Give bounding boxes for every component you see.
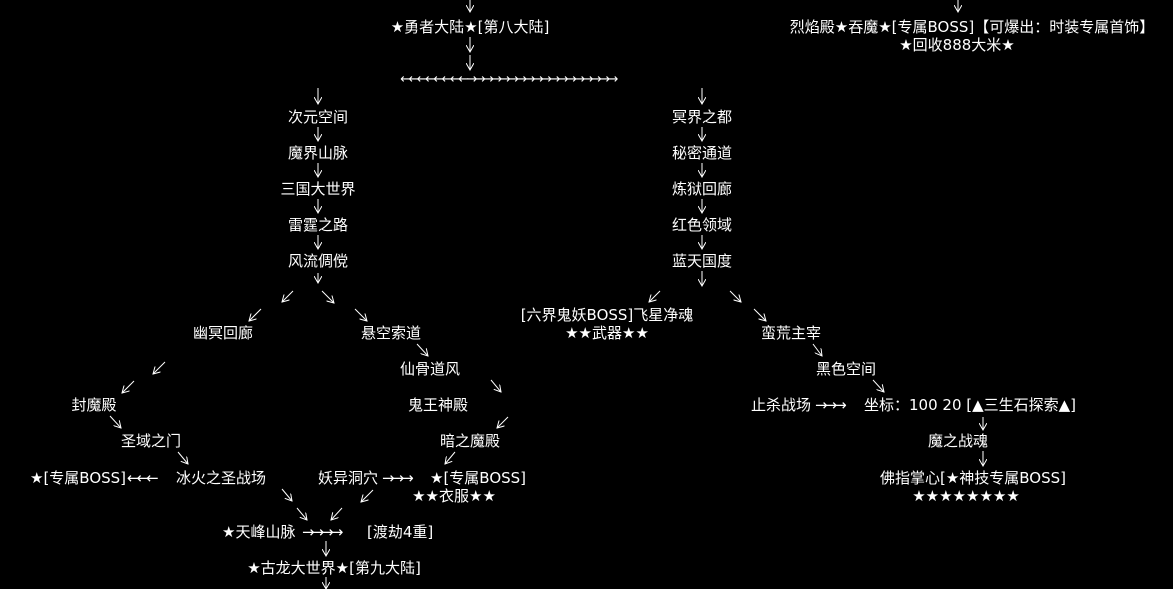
node-boss-top: 烈焰殿★吞魔★[专属BOSS]【可爆出：时装专属首饰】: [789, 18, 1155, 36]
arrow-diag-icon: [361, 489, 374, 502]
node-anzhi: 暗之魔殿: [439, 432, 501, 450]
arrow-diag-icon: [729, 290, 741, 302]
arrow-diag-icon: [812, 343, 822, 356]
yaoyi-arrows: →→→: [382, 469, 414, 487]
arrow-diag-icon: [649, 290, 661, 302]
arrow-diag-icon: [872, 379, 884, 392]
node-sanguo: 三国大世界: [280, 180, 356, 198]
zhisha-arrows: →→→: [815, 396, 847, 414]
node-fengliu: 风流倜傥: [287, 252, 349, 270]
node-boss-mid-reward: ★★衣服★★: [412, 487, 496, 505]
arrow-diag-icon: [177, 451, 188, 464]
node-zhisha: 止杀战场: [751, 396, 812, 414]
arrow-diag-icon: [354, 308, 367, 321]
node-binghuo: 冰火之圣战场: [176, 469, 267, 487]
node-hongse: 红色领域: [671, 216, 733, 234]
node-recycle: ★回收888大米★: [899, 36, 1015, 54]
node-fozhi-reward: ★★★★★★★★: [912, 487, 1020, 505]
node-manhuang: 蛮荒主宰: [760, 324, 822, 342]
node-gulong: ★古龙大世界★[第九大陆]: [247, 559, 421, 577]
node-lantian: 蓝天国度: [671, 252, 733, 270]
arrow-diag-icon: [281, 488, 292, 501]
chain-arrows: ←←←←←←←←→→→→→→→→→→→→→→→→→→: [400, 72, 618, 87]
node-youming: 幽冥回廊: [192, 324, 254, 342]
arrow-diag-icon: [122, 380, 135, 393]
node-heise: 黑色空间: [815, 360, 877, 378]
node-fengmo: 封魔殿: [71, 396, 117, 414]
node-liujie-boss: [六界鬼妖BOSS]飞星净魂: [520, 306, 694, 324]
tianfeng-arrows: →→→→: [302, 523, 343, 541]
node-mingjie: 冥界之都: [671, 108, 733, 126]
arrow-diag-icon: [416, 343, 428, 356]
arrow-diag-icon: [153, 361, 166, 374]
arrow-diag-icon: [282, 290, 294, 302]
node-dujie: [渡劫4重]: [367, 523, 434, 541]
node-mozhi: 魔之战魂: [927, 432, 989, 450]
node-mojie: 魔界山脉: [287, 144, 349, 162]
arrow-diag-icon: [753, 308, 766, 321]
arrow-diag-icon: [490, 379, 501, 392]
node-fozhi: 佛指掌心[★神技专属BOSS]: [879, 469, 1067, 487]
left-arrows: ←←←: [127, 469, 159, 487]
arrow-diag-icon: [497, 416, 509, 428]
node-tianfeng: ★天峰山脉: [222, 523, 296, 541]
node-boss-mid: ★[专属BOSS]: [430, 469, 527, 487]
arrow-diag-icon: [296, 507, 307, 520]
arrow-diag-icon: [249, 308, 262, 321]
node-hero-continent: ★勇者大陆★[第八大陆]: [390, 18, 550, 36]
arrow-diag-icon: [331, 507, 343, 520]
node-lianyu: 炼狱回廊: [671, 180, 733, 198]
node-zuobiao: 坐标：100 20 [▲三生石探索▲]: [864, 396, 1077, 414]
node-xuankong: 悬空索道: [360, 324, 422, 342]
node-mimi: 秘密通道: [671, 144, 733, 162]
node-boss-left: ★[专属BOSS]: [30, 469, 127, 487]
node-ciyuan: 次元空间: [287, 108, 349, 126]
node-leiting: 雷霆之路: [287, 216, 349, 234]
node-guiwang: 鬼王神殿: [407, 396, 469, 414]
arrow-diag-icon: [109, 415, 121, 428]
arrow-diag-icon: [445, 451, 456, 464]
node-liujie-reward: ★★武器★★: [565, 324, 649, 342]
node-yaoyi: 妖异洞穴: [318, 469, 379, 487]
node-xiangu: 仙骨道风: [399, 360, 461, 378]
node-shengyu: 圣域之门: [120, 432, 182, 450]
arrow-diag-icon: [321, 290, 334, 303]
